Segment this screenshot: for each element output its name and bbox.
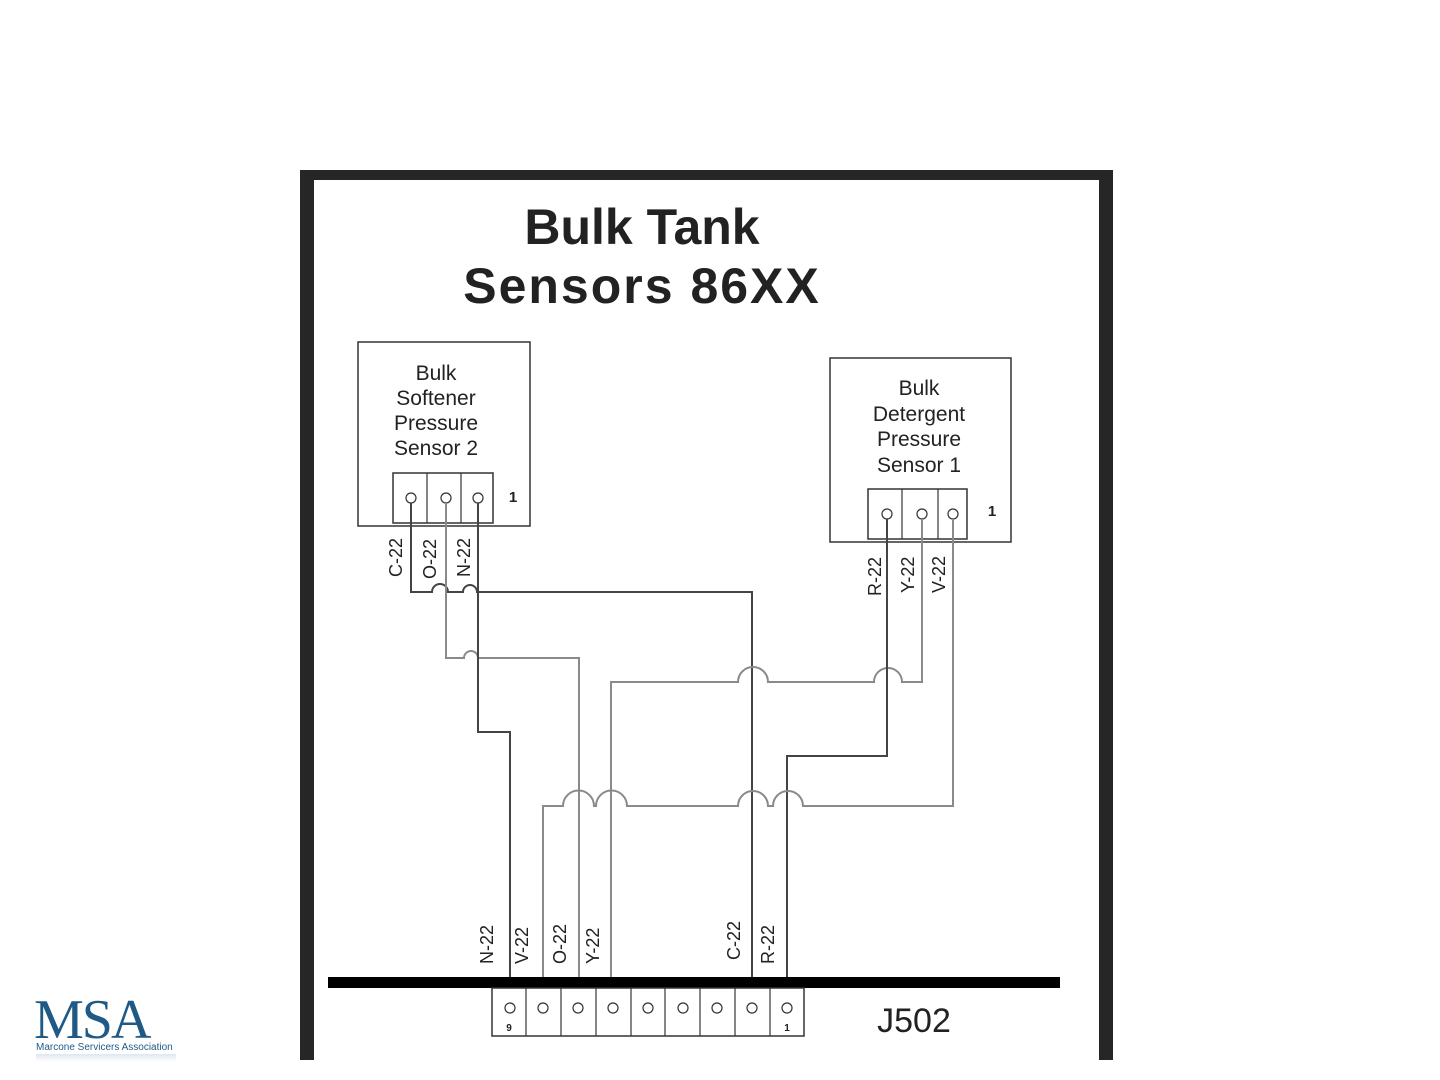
wire-label-softener-n: N-22 [454,538,474,577]
wire-label-softener-o: O-22 [420,539,440,579]
conn-label-o22: O-22 [550,924,570,964]
detergent-line-1: Bulk [899,377,940,400]
conn-label-v22: V-22 [512,927,532,964]
msa-logo-reflection [36,1054,176,1062]
msa-logo: MSA Marcone Servicers Association [32,990,182,1070]
wire-label-detergent-y: Y-22 [898,557,918,593]
softener-line-4: Sensor 2 [394,437,478,460]
softener-pin-marker: 1 [509,489,517,506]
connector-bar [328,977,1060,988]
detergent-line-3: Pressure [877,428,961,451]
j502-connector: 9 1 [492,988,804,1036]
title-line-1: Bulk Tank [524,199,759,255]
conn-label-r22: R-22 [758,925,778,964]
j502-pin-first: 9 [506,1023,512,1034]
j502-pin-last: 1 [784,1023,790,1034]
conn-label-n22: N-22 [477,925,497,964]
detergent-pin-marker: 1 [988,503,996,520]
title-line-2: Sensors 86XX [463,258,821,314]
detergent-line-4: Sensor 1 [877,454,961,477]
wire-label-softener-c: C-22 [386,538,406,577]
wire-label-detergent-r: R-22 [865,557,885,596]
frame-right [1099,170,1113,1060]
softener-line-3: Pressure [394,412,478,435]
j502-label: J502 [877,1002,951,1040]
conn-label-y22: Y-22 [583,928,603,964]
msa-logo-letters: MSA [34,990,149,1050]
frame-left [300,170,314,1060]
frame-top [300,170,1113,180]
detergent-line-2: Detergent [873,403,965,426]
conn-label-c22: C-22 [724,921,744,960]
wire-label-detergent-v: V-22 [929,556,949,593]
softener-line-1: Bulk [416,362,457,385]
softener-line-2: Softener [396,387,475,410]
softener-sensor: Bulk Softener Pressure Sensor 2 1 [358,342,530,526]
detergent-sensor: Bulk Detergent Pressure Sensor 1 1 [830,358,1011,542]
msa-logo-subtitle: Marcone Servicers Association [36,1042,173,1053]
